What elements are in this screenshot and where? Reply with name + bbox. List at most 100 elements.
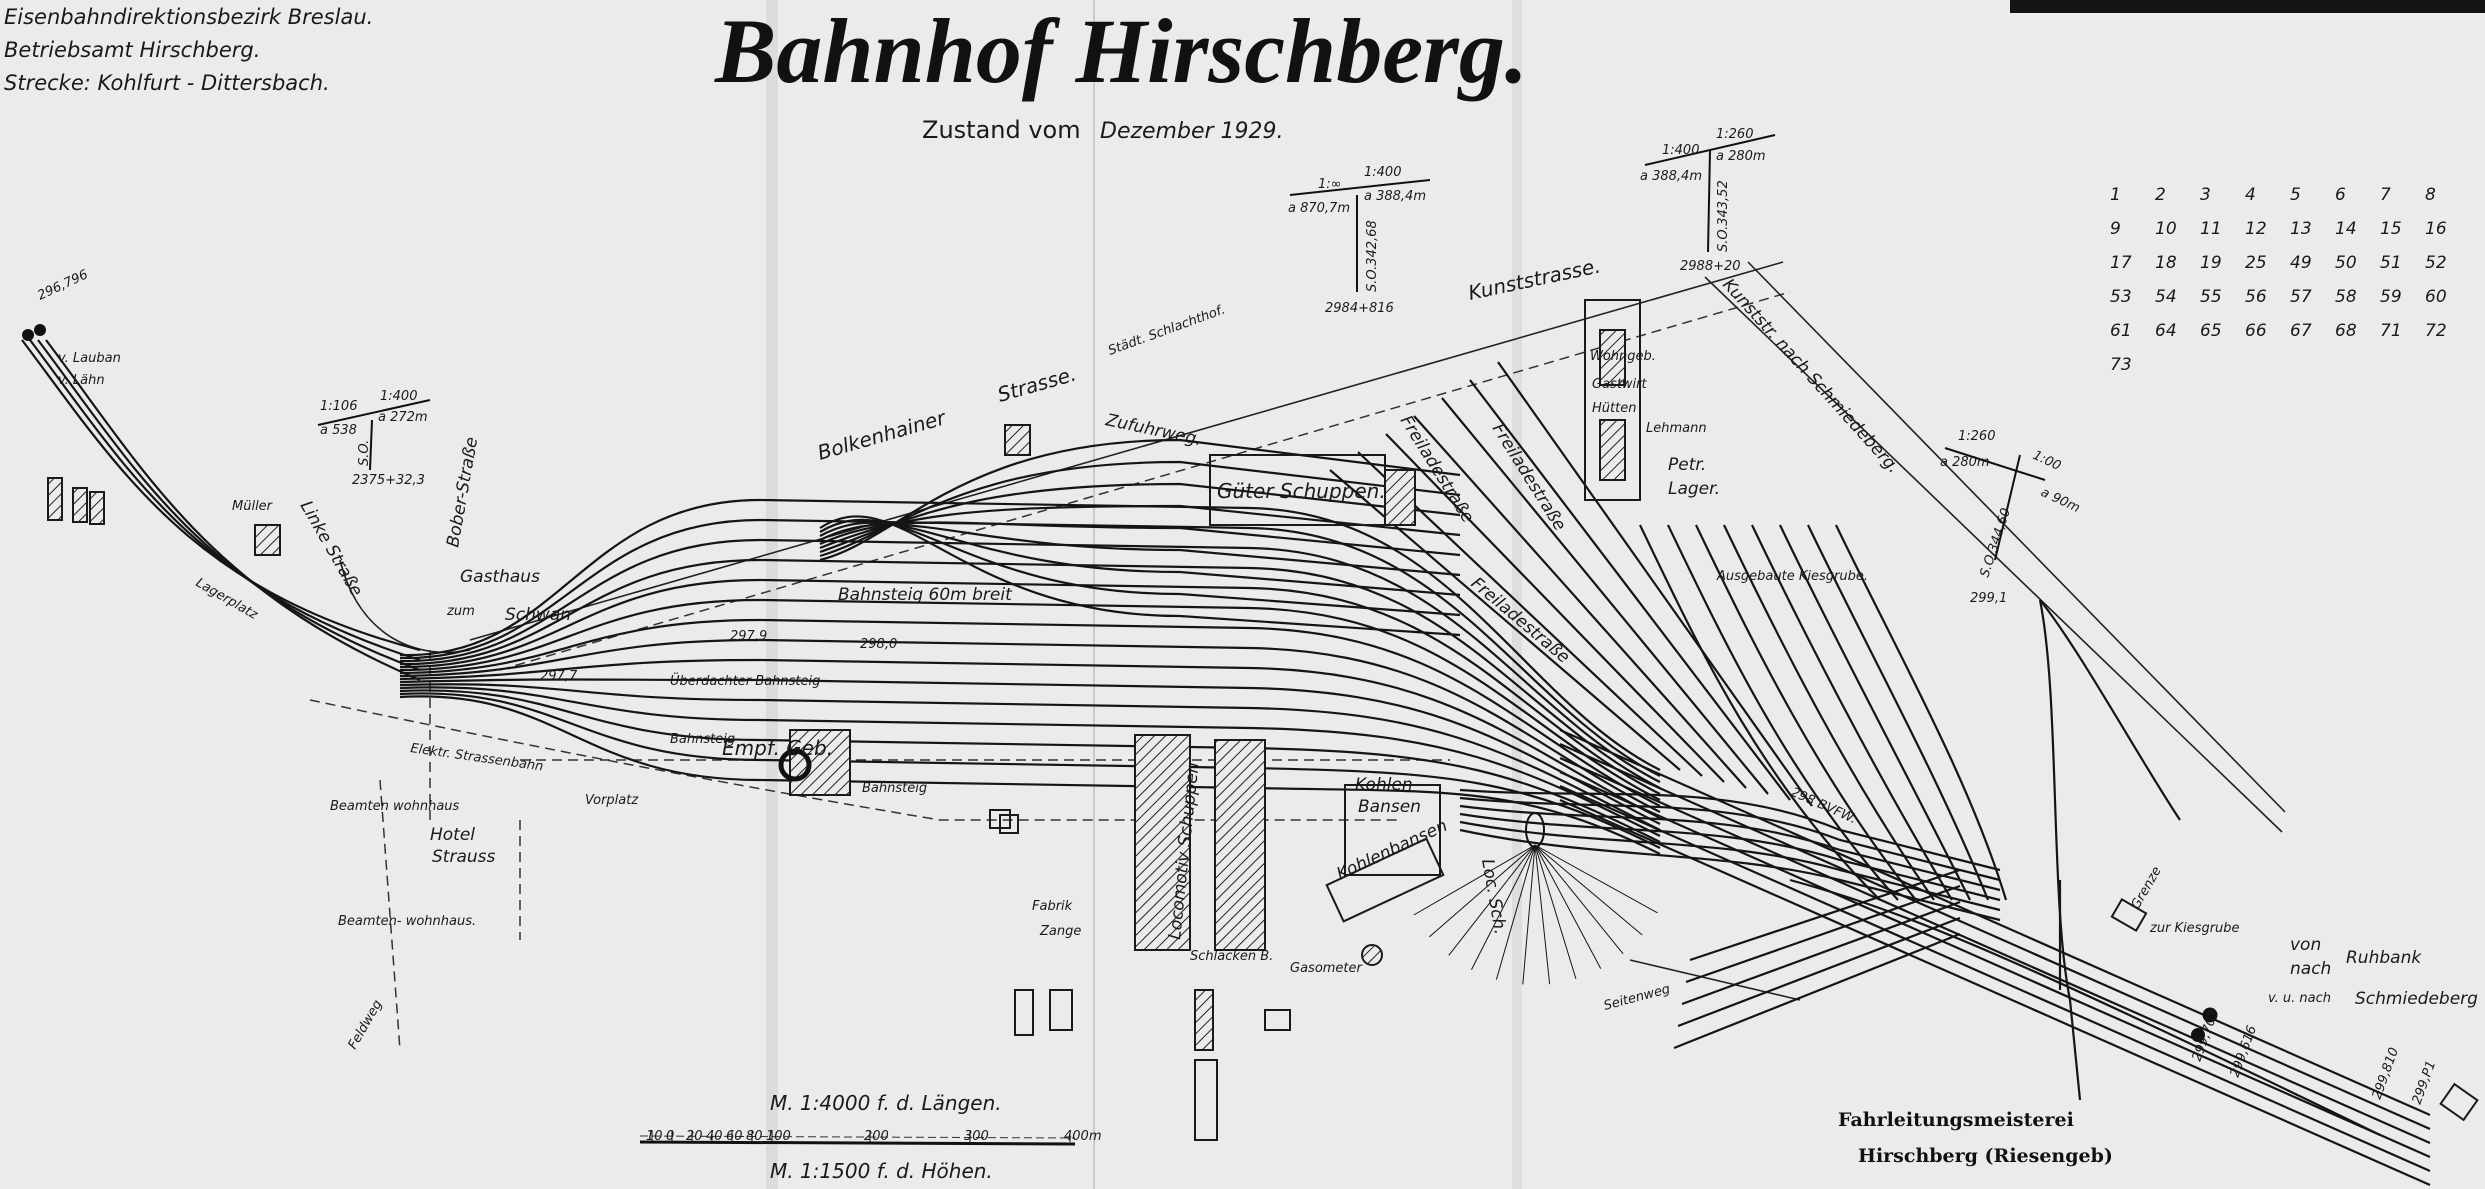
- building-label: Hütten: [1592, 401, 1636, 416]
- main-line-east: [1559, 770, 2431, 1159]
- track-number: 7: [2380, 185, 2391, 205]
- track-number: 67: [2290, 321, 2312, 341]
- station-track: [399, 618, 1661, 807]
- station-track: [399, 638, 1661, 813]
- track-number: 6: [2335, 185, 2346, 205]
- building-label: Grenze: [2128, 864, 2164, 912]
- siding-track: [1681, 900, 1961, 1006]
- building-label: Zange: [1039, 924, 1081, 939]
- track-number: 18: [2155, 253, 2177, 273]
- svg-text:a 272m: a 272m: [378, 410, 428, 425]
- scale-tick-label: 20: [686, 1129, 703, 1144]
- station-track: [399, 689, 1661, 843]
- track-number: 59: [2380, 287, 2402, 307]
- line-label: Ruhbank: [2346, 948, 2422, 968]
- station-track: [399, 658, 1661, 819]
- fan-track: [1695, 524, 1917, 901]
- goods-yard-track: [819, 515, 1461, 637]
- track-number: 72: [2425, 321, 2447, 341]
- svg-text:2375+32,3: 2375+32,3: [352, 473, 425, 488]
- main-line-approach: [21, 339, 421, 652]
- station-track: [399, 498, 1661, 771]
- main-line-approach: [29, 339, 421, 662]
- street-label: Freiladestraße: [1488, 420, 1570, 534]
- svg-text:a 538: a 538: [320, 423, 357, 438]
- kohlenbansen-building: [1344, 784, 1441, 876]
- building-label: Bahnsteig 60m breit: [838, 585, 1013, 605]
- scale-tick-label: 40: [706, 1129, 723, 1144]
- station-track: [399, 518, 1661, 777]
- svg-text:1:260: 1:260: [1958, 429, 1995, 444]
- building-label: Bahnsteig: [862, 781, 927, 796]
- goods-yard-track: [819, 482, 1461, 554]
- km-label: 297,7: [540, 669, 578, 684]
- svg-text:a 870,7m: a 870,7m: [1288, 201, 1350, 216]
- scale-tick-label: 10: [646, 1129, 663, 1144]
- turntable-ray: [1470, 844, 1536, 970]
- track-number: 73: [2110, 355, 2132, 375]
- station-track: [399, 683, 1661, 831]
- track-number: 51: [2380, 253, 2402, 273]
- track-number: 1: [2110, 185, 2121, 205]
- track-number: 8: [2425, 185, 2436, 205]
- building-label: Lager.: [1668, 479, 1720, 499]
- track-number: 16: [2425, 219, 2447, 239]
- track-number: 53: [2110, 287, 2132, 307]
- freight-loading-track: [1469, 379, 1791, 801]
- freight-loading-track: [1385, 433, 1725, 783]
- main-line-east: [1559, 784, 2431, 1173]
- track-number: 65: [2200, 321, 2222, 341]
- building-label: Fabrik: [1032, 899, 1073, 914]
- goods-yard-track: [819, 521, 1461, 557]
- turntable-ray: [1522, 844, 1536, 985]
- km-label: 297,9: [730, 629, 767, 644]
- connecting-track: [2039, 599, 2181, 821]
- svg-text:1:400: 1:400: [380, 389, 417, 404]
- loco-track: [1459, 828, 2001, 922]
- svg-text:1:∞: 1:∞: [1318, 177, 1341, 192]
- track-number: 13: [2290, 219, 2312, 239]
- track-number: 15: [2380, 219, 2402, 239]
- building-label: Bahnsteig: [670, 732, 735, 747]
- main-line-east: [1559, 728, 2431, 1117]
- track-number: 12: [2245, 219, 2267, 239]
- gradient-post: 1:400 a 388,4m 1:260 a 280m S.O.343,52 2…: [1640, 127, 1776, 274]
- station-track: [399, 686, 1661, 837]
- line-label: Schmiedeberg: [2355, 989, 2478, 1009]
- track-number: 14: [2335, 219, 2357, 239]
- svg-text:1:00: 1:00: [2030, 448, 2063, 474]
- fan-track: [1835, 524, 2008, 901]
- lokschuppen-building: [1134, 734, 1191, 951]
- track-number: 60: [2425, 287, 2447, 307]
- track-number: 52: [2425, 253, 2447, 273]
- freight-loading-track: [1441, 397, 1769, 795]
- line-label: zur Kiesgrube: [2149, 921, 2240, 936]
- building-label: Strauss: [432, 847, 495, 867]
- goods-yard-track: [819, 504, 1461, 550]
- goods-yard-track: [819, 460, 1461, 558]
- km-label: 296,796: [35, 267, 90, 303]
- building-label: Lehmann: [1646, 421, 1707, 436]
- svg-text:a 280m: a 280m: [1940, 455, 1990, 470]
- turntable-ray: [1413, 844, 1536, 916]
- street-label: Seitenweg: [1602, 982, 1672, 1014]
- building-label: Bansen: [1358, 797, 1421, 817]
- turntable-ray: [1534, 844, 1602, 969]
- building-label: Petr.: [1668, 455, 1706, 475]
- building-label: Hotel: [430, 825, 475, 845]
- main-line-east: [1559, 798, 2431, 1187]
- building-label: Beamten wohnhaus: [330, 799, 460, 814]
- paper-fold: [766, 0, 778, 1189]
- svg-text:a 90m: a 90m: [2038, 485, 2082, 516]
- signal-icon: [2191, 1028, 2205, 1042]
- direction-label: Eisenbahndirektionsbezirk Breslau.: [4, 5, 373, 29]
- scale-tick-label: 60: [726, 1129, 743, 1144]
- connecting-track: [2038, 599, 2082, 1101]
- street-label: Feldweg: [345, 998, 385, 1052]
- turntable-ray: [1429, 844, 1536, 938]
- km-label: 298,0: [860, 637, 897, 652]
- scale-heights: M. 1:1500 f. d. Höhen.: [770, 1159, 993, 1183]
- loco-track: [1459, 788, 2001, 872]
